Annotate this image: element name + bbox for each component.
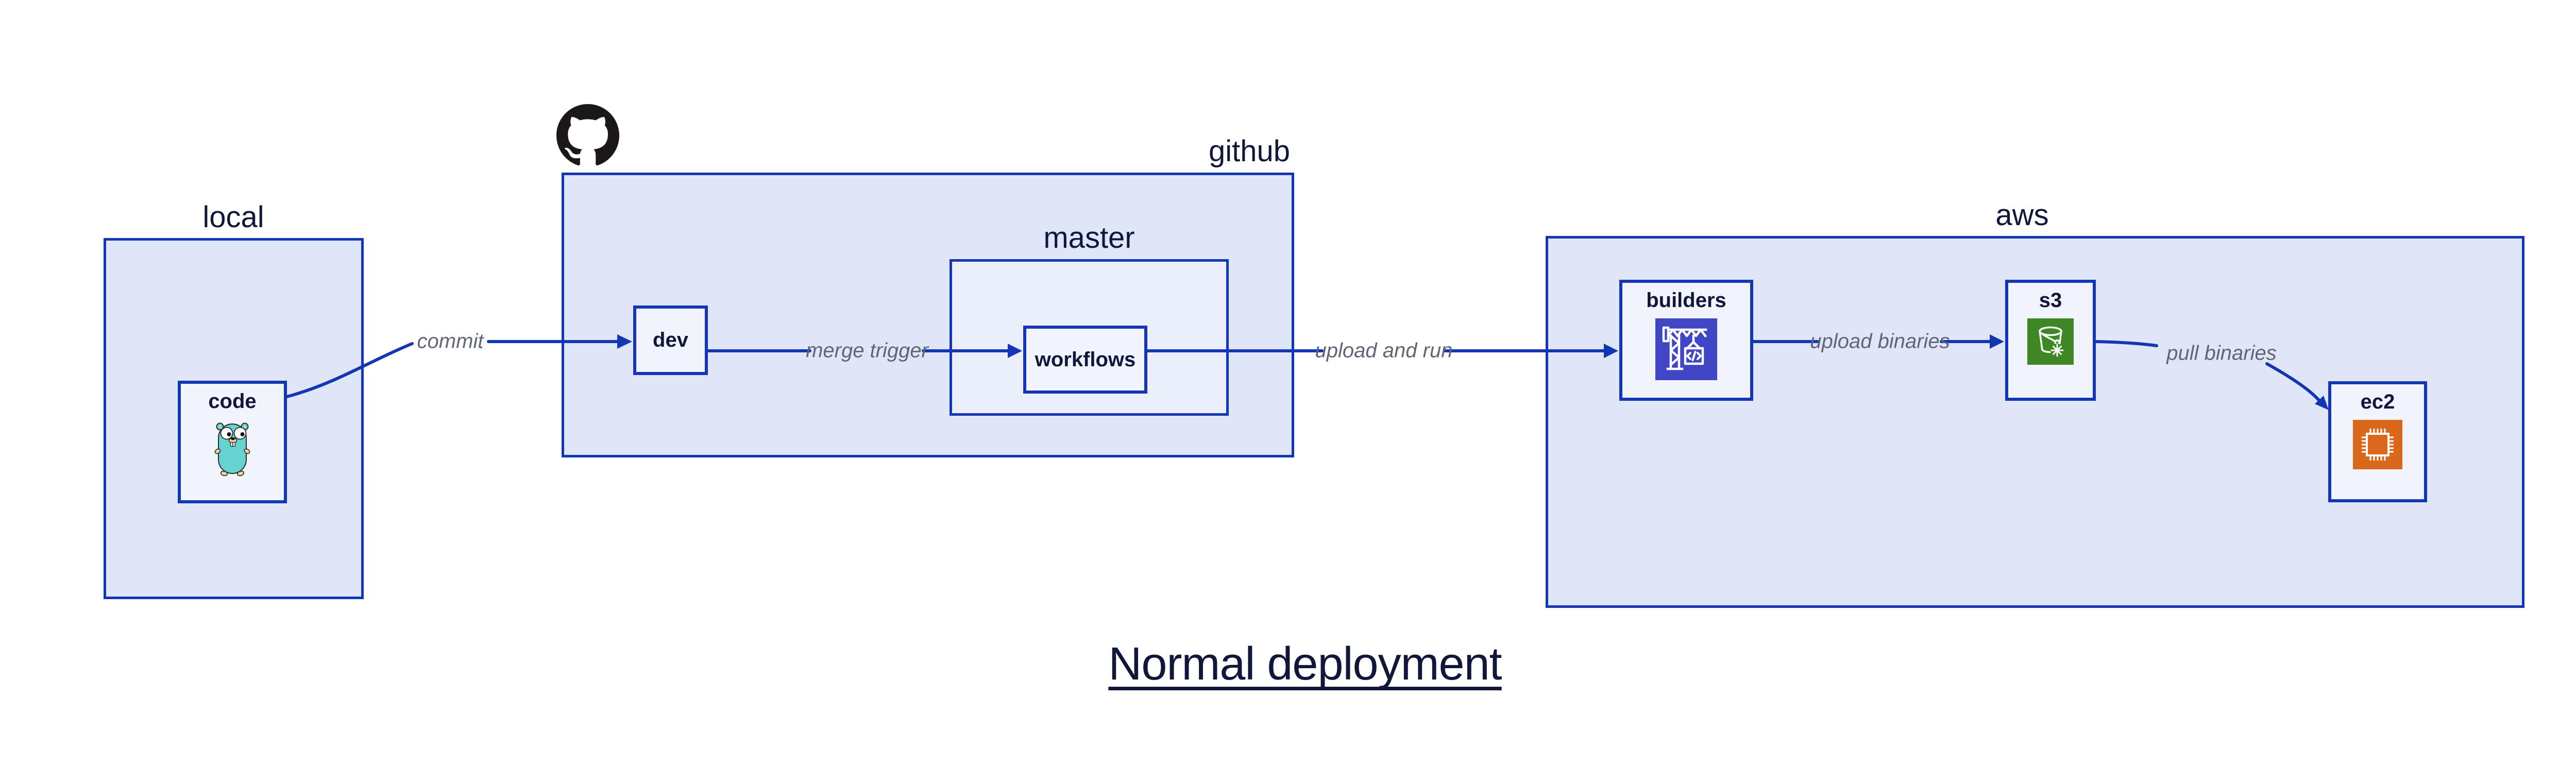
container-label-aws: aws xyxy=(1995,198,2049,232)
container-label-master: master xyxy=(1043,221,1135,254)
container-label-local: local xyxy=(202,200,264,234)
edge-label-commit: commit xyxy=(417,330,484,353)
container-label-github: github xyxy=(1208,134,1291,168)
node-label-builders: builders xyxy=(1646,289,1726,312)
node-s3: s3 xyxy=(2005,280,2096,401)
edge-label-pull-binaries: pull binaries xyxy=(2166,342,2277,365)
node-ec2: ec2 xyxy=(2328,381,2427,502)
s3-bucket-snowflake-icon xyxy=(2027,318,2074,365)
node-label-s3: s3 xyxy=(2039,289,2062,312)
node-label-workflows: workflows xyxy=(1035,348,1136,371)
diagram-title: Normal deployment xyxy=(1108,638,1502,690)
node-workflows: workflows xyxy=(1023,326,1147,394)
node-builders: builders xyxy=(1619,280,1753,401)
node-label-dev: dev xyxy=(653,329,688,351)
go-gopher-icon xyxy=(214,422,250,477)
edge-label-upload-and-run: upload and run xyxy=(1315,339,1453,362)
ec2-chip-icon xyxy=(2353,420,2402,469)
aws-codebuild-crane-icon xyxy=(1655,318,1717,380)
node-label-ec2: ec2 xyxy=(2360,390,2395,413)
github-octocat-icon xyxy=(556,104,619,165)
node-label-code: code xyxy=(208,390,257,413)
node-code: code xyxy=(178,381,287,503)
edge-label-upload-binaries: upload binaries xyxy=(1810,330,1950,353)
node-dev: dev xyxy=(633,305,708,375)
edge-label-merge-trigger: merge trigger xyxy=(806,339,928,362)
